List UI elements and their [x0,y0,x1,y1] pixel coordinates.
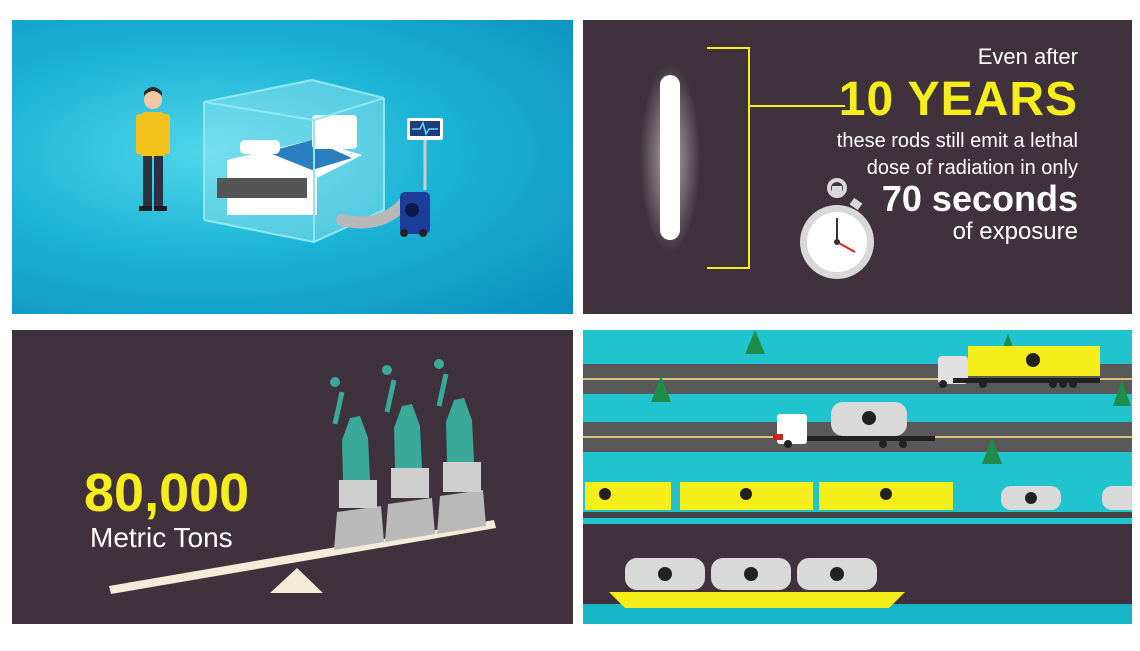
radiation-symbol-icon [1026,353,1040,367]
dose-text: dose of radiation in only [866,157,1078,179]
intro-text: Even after [977,44,1078,69]
tonnage-number: 80,000 [84,463,250,523]
truck-icon [938,346,1100,388]
barge-icon [609,558,905,608]
radiation-panel: Even after 10 YEARS these rods still emi… [583,20,1132,314]
statue-of-liberty-icon [330,359,486,550]
lethal-text: these rods still emit a lethal [836,130,1078,152]
truck-icon [773,402,935,448]
tonnage-unit: Metric Tons [90,522,233,553]
person-icon [136,87,170,211]
isolation-bed-icon [203,79,413,243]
bracket-connector [707,47,845,269]
stopwatch-icon [800,178,874,279]
fuel-rod-icon [640,63,700,253]
exposure-text: of exposure [952,218,1078,245]
train-icon [585,482,1132,510]
heart-monitor-icon [400,118,443,237]
isolation-room-panel [12,20,573,314]
radiation-symbol-icon [862,411,876,425]
weight-panel: 80,000 Metric Tons [12,330,573,624]
transport-panel [583,330,1132,624]
seconds-highlight: 70 seconds [881,178,1078,219]
years-highlight: 10 YEARS [838,73,1078,126]
